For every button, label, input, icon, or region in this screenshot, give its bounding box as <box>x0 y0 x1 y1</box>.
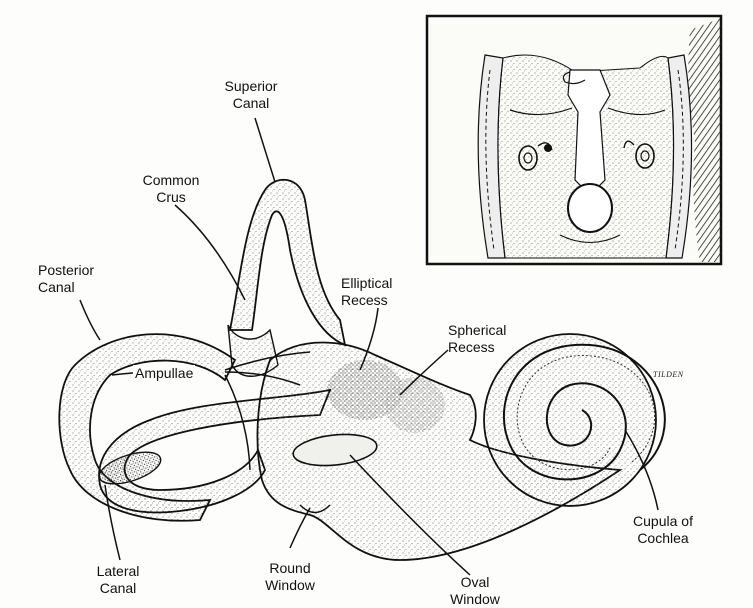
label-ampullae: Ampullae <box>133 365 195 382</box>
cochlea <box>484 334 665 506</box>
leader-round-window <box>290 508 310 548</box>
label-superior-canal: Superior Canal <box>213 78 289 112</box>
skull-base-inset <box>427 16 721 264</box>
label-round-window: Round Window <box>255 560 325 594</box>
leader-superior-canal <box>255 118 275 182</box>
leader-common-crus <box>175 205 245 300</box>
artist-signature: TILDEN <box>653 370 684 379</box>
label-cupula-of-cochlea: Cupula of Cochlea <box>618 513 708 547</box>
label-oval-window: Oval Window <box>445 574 505 608</box>
label-lateral-canal: Lateral Canal <box>88 563 148 597</box>
label-posterior-canal: Posterior Canal <box>38 262 94 296</box>
leader-posterior-canal <box>80 300 100 340</box>
label-elliptical-recess: Elliptical Recess <box>341 275 392 309</box>
label-spherical-recess: Spherical Recess <box>448 322 506 356</box>
label-common-crus: Common Crus <box>131 172 211 206</box>
